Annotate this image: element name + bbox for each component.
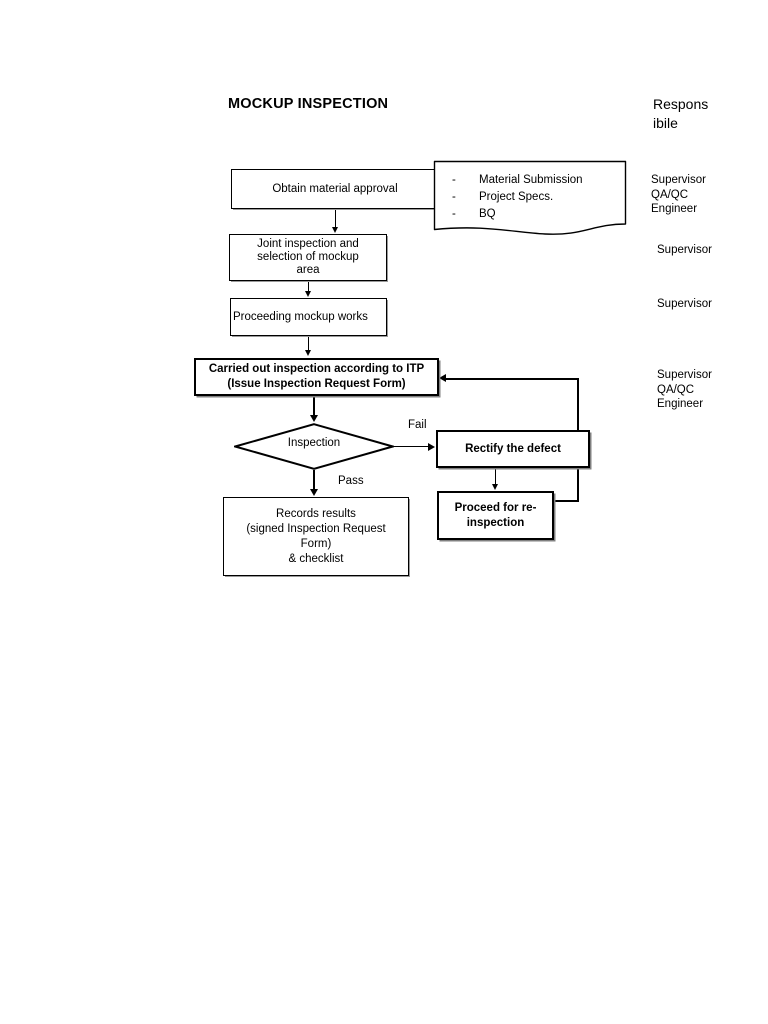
arrowhead-reinspect-to-carried <box>439 374 446 382</box>
page-title: MOCKUP INSPECTION <box>228 96 389 112</box>
connector-proceeding-to-carried <box>308 336 309 352</box>
connector-obtain-to-joint <box>335 209 336 229</box>
node-carried-out-inspection[interactable]: Carried out inspection according to ITP … <box>194 358 439 396</box>
list-item: - Project Specs. <box>452 189 632 206</box>
connector-carried-to-inspection <box>313 396 315 418</box>
arrowhead-inspection-to-records <box>310 489 318 496</box>
connector-inspection-to-rectify <box>394 446 430 447</box>
node-proceeding-mockup-works[interactable]: Proceeding mockup works <box>230 298 387 336</box>
connector-inspection-to-records <box>313 470 315 492</box>
node-proceed-for-reinspection[interactable]: Proceed for re- inspection <box>437 491 554 540</box>
node-inspection-decision-label: Inspection <box>287 437 341 449</box>
node-records-results-label: Records results (signed Inspection Reque… <box>246 507 386 565</box>
bullet-dash: - <box>452 191 456 203</box>
arrowhead-joint-to-proceeding <box>304 291 311 297</box>
node-joint-inspection[interactable]: Joint inspection and selection of mockup… <box>229 234 387 281</box>
bullet-dash: - <box>452 208 456 220</box>
node-reference-documents[interactable] <box>433 160 627 236</box>
responsible-cell-obtain: Supervisor QA/QC Engineer <box>651 174 706 215</box>
list-item-label: Project Specs. <box>479 191 554 203</box>
list-item-label: Material Submission <box>479 174 583 186</box>
arrowhead-proceeding-to-carried <box>304 350 311 356</box>
responsible-column-header: Responsibile <box>653 96 709 131</box>
node-rectify-the-defect[interactable]: Rectify the defect <box>436 430 590 468</box>
node-inspection-decision[interactable] <box>234 423 394 470</box>
responsible-cell-carried: Supervisor QA/QC Engineer <box>657 369 712 410</box>
bullet-dash: - <box>452 174 456 186</box>
node-obtain-material-approval[interactable]: Obtain material approval <box>231 169 439 209</box>
connector-reinspect-right <box>554 500 579 502</box>
node-rectify-the-defect-label: Rectify the defect <box>465 443 561 455</box>
responsible-cell-joint: Supervisor <box>657 244 712 256</box>
connector-joint-to-proceeding <box>308 281 309 293</box>
arrowhead-carried-to-inspection <box>310 415 318 422</box>
arrowhead-obtain-to-joint <box>331 227 338 233</box>
node-obtain-material-approval-label: Obtain material approval <box>272 183 398 195</box>
arrowhead-rectify-to-reinspect <box>491 484 498 490</box>
node-carried-out-inspection-label: Carried out inspection according to ITP … <box>208 363 425 390</box>
responsible-cell-proceeding: Supervisor <box>657 298 712 310</box>
node-joint-inspection-label: Joint inspection and selection of mockup… <box>257 238 359 276</box>
edge-label-pass: Pass <box>338 475 364 487</box>
node-records-results[interactable]: Records results (signed Inspection Reque… <box>223 497 409 576</box>
reference-documents-list: - Material Submission - Project Specs. -… <box>452 172 632 223</box>
list-item: - Material Submission <box>452 172 632 189</box>
node-proceeding-mockup-works-label: Proceeding mockup works <box>233 311 368 323</box>
node-proceed-for-reinspection-label: Proceed for re- inspection <box>454 501 537 529</box>
connector-reinspect-to-carried <box>446 378 579 380</box>
connector-rectify-to-reinspect <box>495 468 496 486</box>
list-item: - BQ <box>452 206 632 223</box>
list-item-label: BQ <box>479 208 496 220</box>
arrowhead-inspection-to-rectify <box>428 442 435 451</box>
edge-label-fail: Fail <box>408 419 427 431</box>
